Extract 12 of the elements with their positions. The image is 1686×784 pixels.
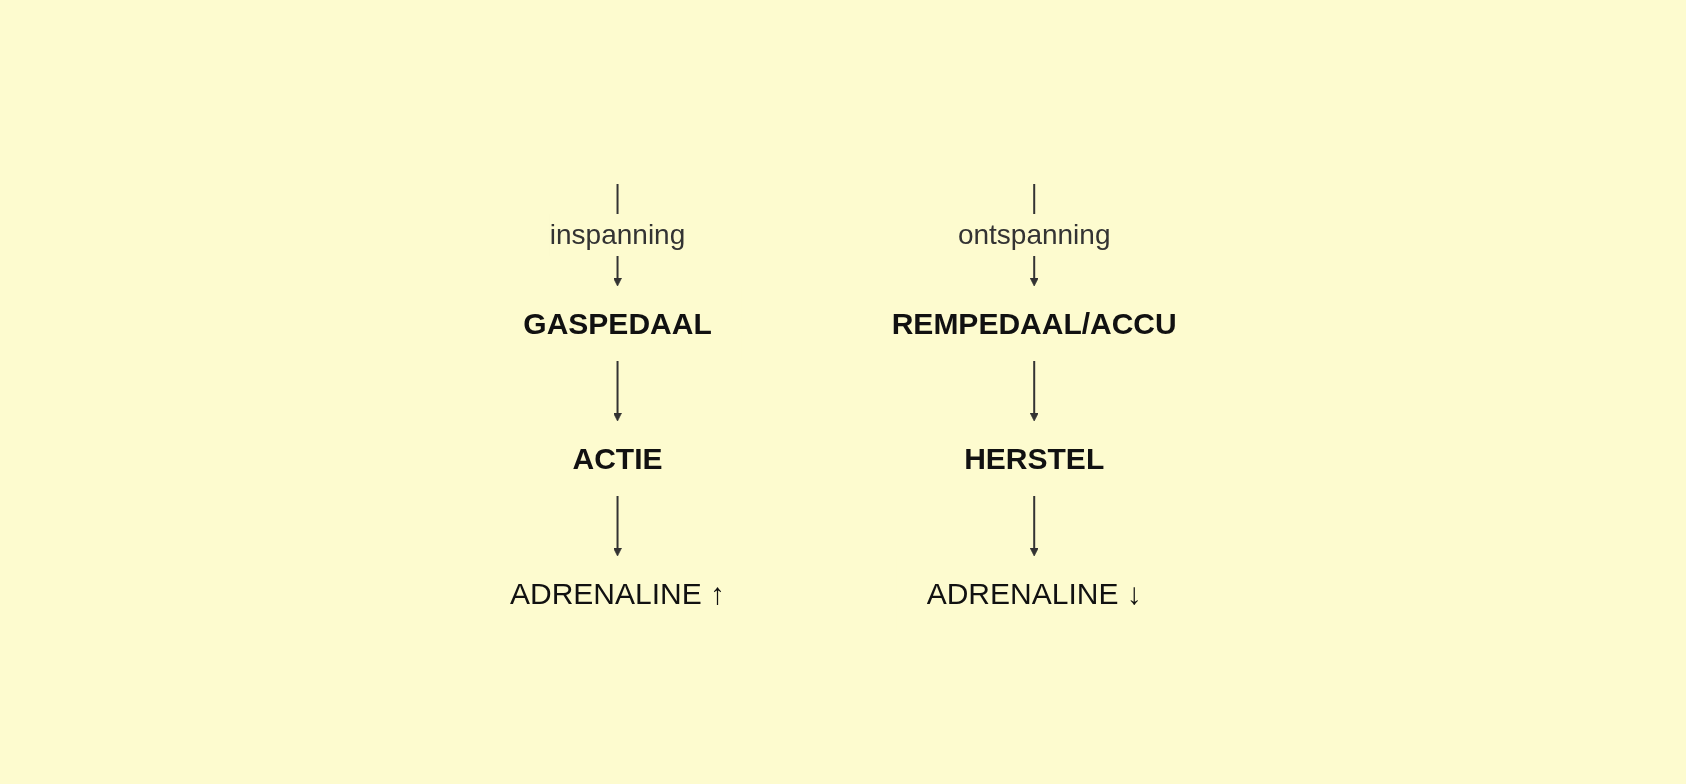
arrow bbox=[1029, 494, 1039, 556]
arrow bbox=[612, 494, 622, 556]
node-text: ACTIE bbox=[572, 441, 663, 475]
edge-label: inspanning bbox=[549, 218, 685, 250]
edge-label: ontspanning bbox=[957, 218, 1111, 250]
node-text: GASPEDAAL bbox=[523, 306, 712, 340]
node-text: ADRENALINE ↓ bbox=[926, 576, 1142, 610]
node-text: ADRENALINE ↑ bbox=[509, 576, 725, 610]
arrow bbox=[612, 359, 622, 421]
node-text: REMPEDAAL/ACCU bbox=[891, 306, 1177, 340]
arrow bbox=[1029, 359, 1039, 421]
node-text: HERSTEL bbox=[963, 441, 1104, 475]
